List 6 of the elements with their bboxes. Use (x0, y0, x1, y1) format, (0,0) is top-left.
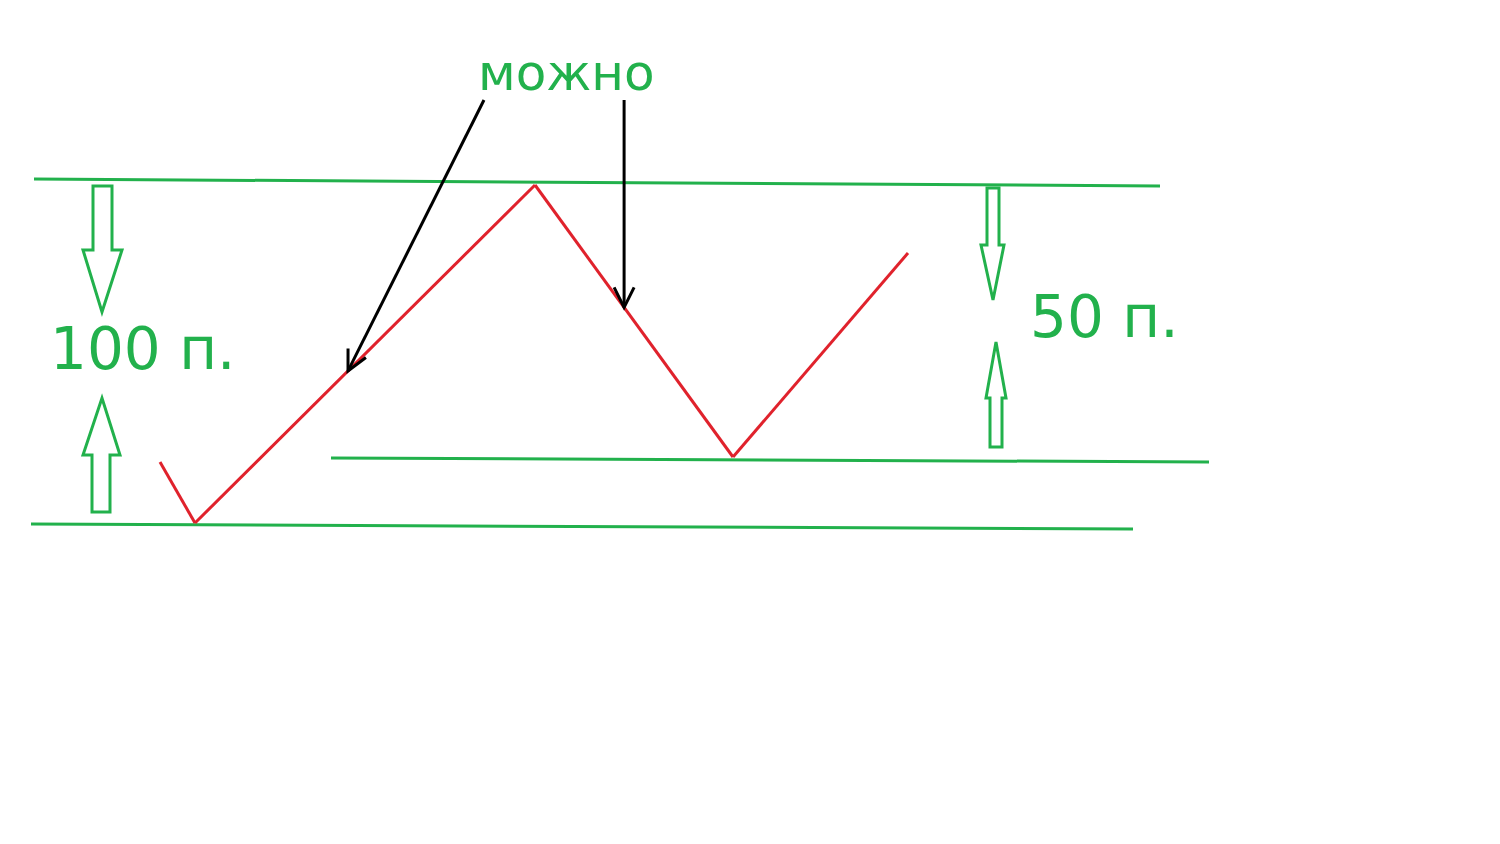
callout-text: можно (478, 48, 655, 98)
dimension-label: 50 п. (1030, 288, 1179, 346)
leader-arrow (612, 100, 636, 309)
price-line-segment (533, 184, 735, 458)
leader-arrow (346, 99, 486, 373)
dimension-label: 100 п. (50, 320, 236, 378)
